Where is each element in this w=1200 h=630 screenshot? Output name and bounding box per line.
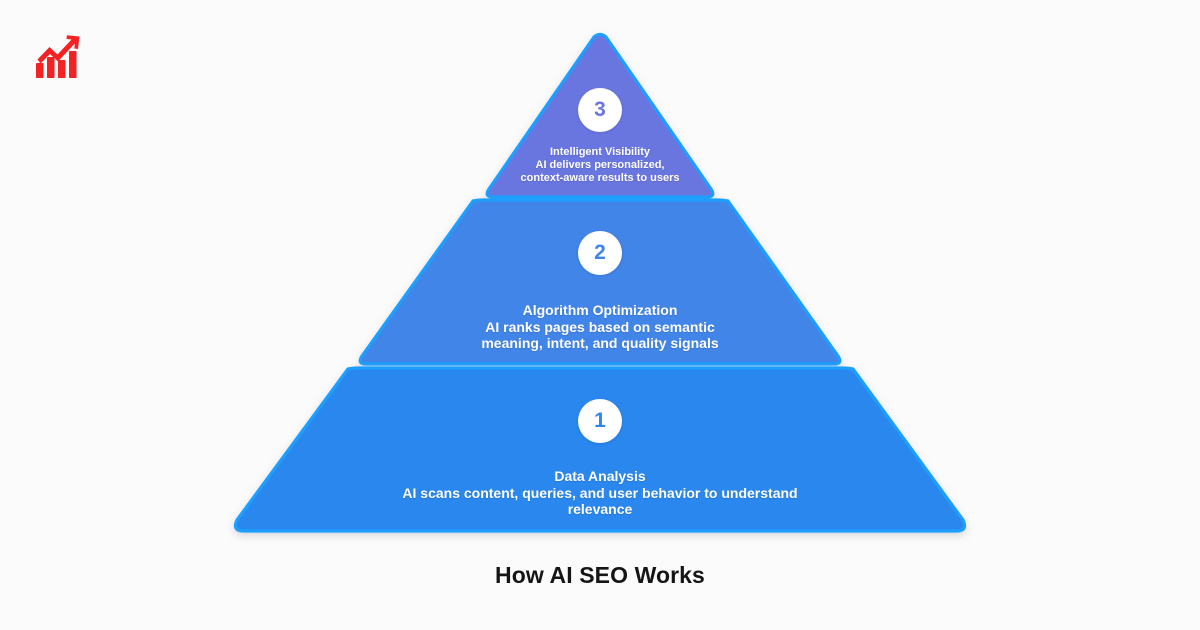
logo-bar-3 <box>58 60 66 78</box>
diagram-caption: How AI SEO Works <box>495 562 705 588</box>
pyramid-diagram: 3 Intelligent Visibility AI delivers per… <box>233 32 967 533</box>
logo-bar-1 <box>36 63 44 78</box>
logo-bar-4 <box>69 51 77 78</box>
growth-chart-logo <box>30 30 84 84</box>
pyramid-tier-2-shape[interactable] <box>358 198 842 366</box>
logo-arrow-icon <box>37 35 80 64</box>
logo-bar-2 <box>47 57 55 78</box>
pyramid-tier-1-shape[interactable] <box>233 366 967 533</box>
pyramid-tier-3-shape[interactable] <box>485 32 715 199</box>
